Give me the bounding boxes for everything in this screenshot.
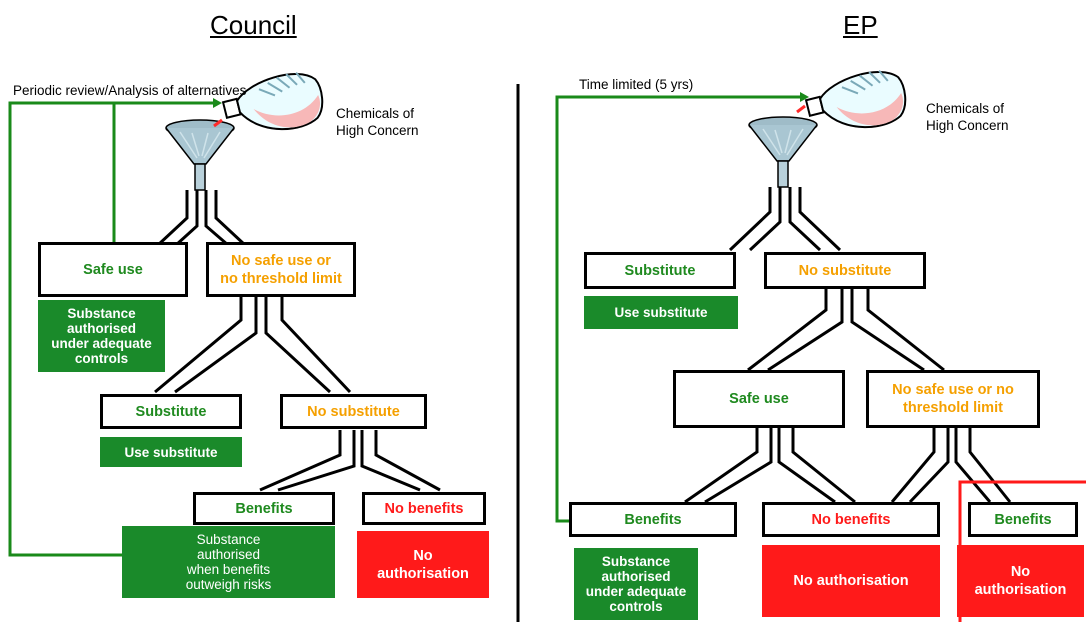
- council-no-substitute-node: No substitute: [280, 394, 427, 429]
- ep-substitute-node: Substitute: [584, 252, 736, 289]
- ep-safe-use-node: Safe use: [673, 370, 845, 428]
- funnel-icon: [748, 116, 818, 188]
- ep-no-benefits-node: No benefits: [762, 502, 940, 537]
- ep-benefits-node: Benefits: [569, 502, 737, 537]
- council-substitute-node: Substitute: [100, 394, 242, 429]
- ep-title: EP: [843, 10, 878, 40]
- council-result-use-substitute: Use substitute: [100, 437, 242, 467]
- ep-no-substitute-node: No substitute: [764, 252, 926, 289]
- ep-loop-label: Time limited (5 yrs): [579, 77, 694, 92]
- ep-benefits-node-2: Benefits: [968, 502, 1078, 537]
- flask-icon: [802, 63, 913, 143]
- ep-result-no-authorisation: No authorisation: [762, 545, 940, 617]
- council-safe-use-node: Safe use: [38, 242, 188, 297]
- council-benefits-node: Benefits: [193, 492, 335, 525]
- council-no-benefits-node: No benefits: [362, 492, 486, 525]
- funnel-icon: [165, 119, 235, 191]
- flask-icon: [219, 65, 330, 145]
- council-loop-label: Periodic review/Analysis of alternatives: [13, 83, 247, 98]
- council-title: Council: [210, 10, 297, 40]
- ep-result-use-substitute: Use substitute: [584, 296, 738, 329]
